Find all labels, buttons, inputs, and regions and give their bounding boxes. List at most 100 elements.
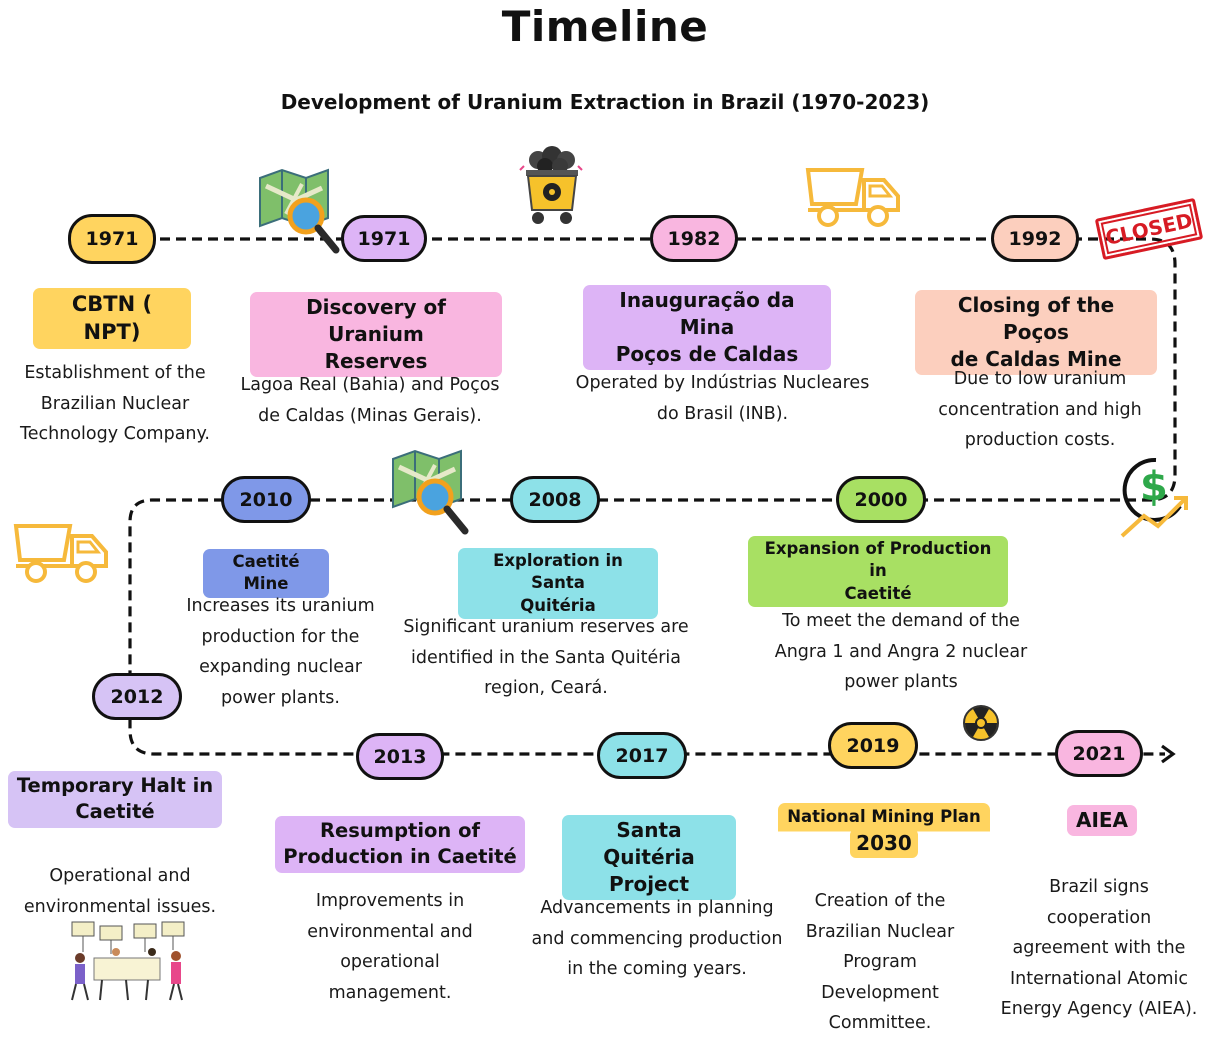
event-title-line: National Mining Plan [787,807,981,826]
event-title-line: Discovery of Uranium [306,295,446,346]
radiation-icon [963,705,999,741]
year-pill-2008: 2008 [510,476,600,523]
desc-line: Brazilian Nuclear [805,921,955,942]
desc-line: Lagoa Real (Bahia) and Poços [240,375,500,395]
desc-line: Improvements in [315,891,465,911]
desc-line: operational [340,952,440,972]
event-desc-aiea: Brazil signs cooperation agreement with … [993,872,1205,1025]
desc-line: in the coming years. [567,959,747,979]
desc-line: agreement with the [1012,938,1186,958]
event-title-line: Quitéria [520,595,596,615]
desc-line: power plants. [221,687,340,708]
desc-line: cooperation [1046,907,1152,928]
desc-line: environmental issues. [23,896,217,917]
event-title-caetite-mine: Caetité Mine [203,549,329,598]
event-title-line: Inauguração da Mina [619,288,795,339]
event-title-line: Caetité [75,800,155,824]
desc-line: Establishment of the [24,363,206,383]
desc-line: environmental and [307,921,473,942]
desc-line: de Caldas (Minas Gerais). [258,405,482,426]
event-title-line: Closing of the Poços [957,293,1115,344]
event-title-halt: Temporary Halt in Caetité [8,771,222,828]
desc-line: power plants [844,672,958,692]
event-title-line: Exploration in Santa [493,551,623,593]
desc-line: production costs. [964,430,1116,450]
year-pill-2013: 2013 [356,733,444,780]
event-title-santa-quiteria: Santa Quitéria Project [562,815,736,900]
event-title-line: Production in Caetité [283,845,517,869]
event-title-discovery: Discovery of Uranium Reserves [250,292,502,377]
event-title-line: Reserves [324,349,428,373]
event-title-line: de Caldas Mine [950,347,1122,371]
event-title-line: Caetité [844,583,912,603]
desc-line: Operational and [49,866,191,886]
event-desc-cbtn: Establishment of the Brazilian Nuclear T… [5,358,225,450]
event-title-line: Temporary Halt in [16,774,214,797]
year-pill-2000: 2000 [836,476,926,523]
event-title-line: Resumption of [320,819,480,842]
event-desc-inauguracao: Operated by Indústrias Nucleares do Bras… [565,368,880,429]
event-title-resumption: Resumption of Production in Caetité [275,816,525,873]
protesters-icon [71,921,185,1001]
year-pill-2012: 2012 [92,673,182,720]
event-title-aiea: AIEA [1067,805,1137,836]
page-subtitle: Development of Uranium Extraction in Bra… [280,90,930,114]
event-title-line: Santa Quitéria [603,818,695,869]
desc-line: do Brasil (INB). [656,403,789,424]
year-pill-2017: 2017 [597,732,687,779]
closed-stamp-label: CLOSED [1103,208,1195,250]
event-title-line: Expansion of Production in [764,539,992,581]
event-title-exploration: Exploration in Santa Quitéria [458,548,658,619]
dump-truck-icon [13,524,108,583]
map-magnifier-icon [259,168,340,254]
event-desc-caetite-mine: Increases its uranium production for the… [168,591,393,713]
desc-line: Committee. [828,1013,932,1033]
desc-line: and commencing production [531,928,783,949]
dollar-growth-icon: $ [1120,457,1188,538]
event-desc-resumption: Improvements in environmental and operat… [290,886,490,1008]
desc-line: Significant uranium reserves are [403,617,689,637]
desc-line: Brazil signs [1049,877,1149,897]
event-title-expansion: Expansion of Production in Caetité [748,536,1008,607]
desc-line: Technology Company. [20,424,210,444]
desc-line: Angra 1 and Angra 2 nuclear [774,641,1028,662]
desc-line: production for the [201,626,360,647]
event-title-line: Poços de Caldas [615,342,799,366]
desc-line: International Atomic [1009,968,1189,989]
event-desc-expansion: To meet the demand of the Angra 1 and An… [760,606,1042,698]
dump-truck-icon [805,168,900,227]
desc-line: Due to low uranium [953,369,1127,389]
year-pill-2019: 2019 [828,722,918,769]
timeline-path [112,237,1177,756]
svg-text:$: $ [1140,464,1168,510]
event-desc-halt: Operational and environmental issues. [10,861,230,922]
event-desc-exploration: Significant uranium reserves are identif… [396,612,696,704]
desc-line: To meet the demand of the [782,611,1020,631]
desc-line: Program [843,952,917,972]
event-desc-santa-quiteria: Advancements in planning and commencing … [522,893,792,985]
event-desc-mining-plan: Creation of the Brazilian Nuclear Progra… [790,886,970,1039]
event-desc-closing: Due to low uranium concentration and hig… [920,364,1160,456]
desc-line: region, Ceará. [484,678,608,698]
desc-line: identified in the Santa Quitéria [410,647,682,668]
map-magnifier-icon [392,449,469,535]
event-title-mining-plan: National Mining Plan 2030 [778,803,990,860]
desc-line: expanding nuclear [199,657,362,677]
year-pill-2021: 2021 [1055,730,1143,777]
event-desc-discovery: Lagoa Real (Bahia) and Poços de Caldas (… [230,370,510,431]
event-title-line: Project [608,872,690,896]
desc-line: Increases its uranium [186,596,375,616]
year-pill-1982: 1982 [650,215,738,262]
desc-line: Brazilian Nuclear [40,393,190,414]
desc-line: Development [821,982,939,1003]
event-title-line: 2030 [850,828,918,858]
desc-line: Operated by Indústrias Nucleares [575,373,870,393]
desc-line: Creation of the [814,891,946,911]
arrow-head-icon [1161,744,1176,764]
event-title-closing: Closing of the Poços de Caldas Mine [915,290,1157,375]
year-pill-2010: 2010 [221,476,311,523]
year-pill-1971-b: 1971 [341,215,427,262]
page-title: Timeline [501,2,709,51]
desc-line: Energy Agency (AIEA). [1000,999,1198,1019]
